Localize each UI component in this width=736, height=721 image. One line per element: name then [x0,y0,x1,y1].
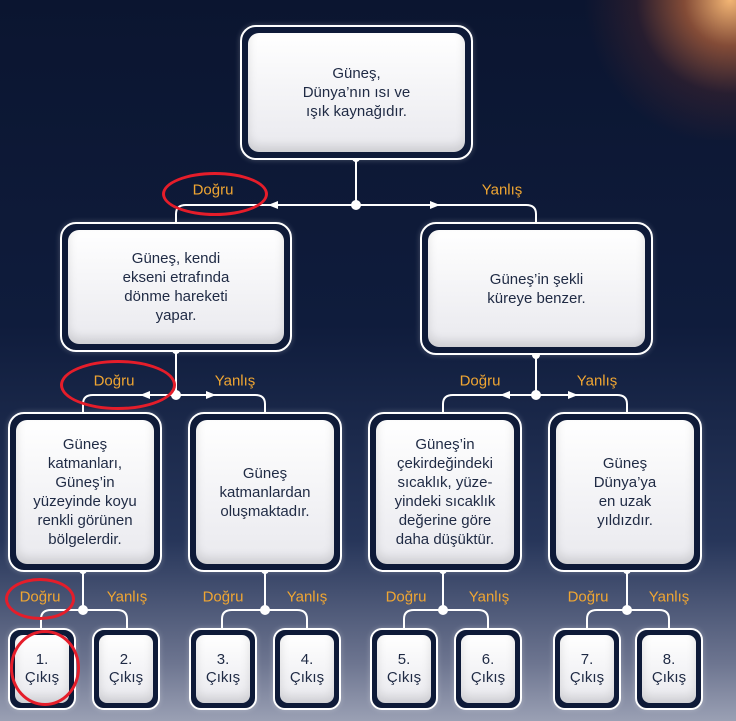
false-label-rr: Yanlış [648,588,690,606]
exit-8-text: 8. Çıkış [642,635,696,703]
right-statement-text: Güneş’in şekli küreye benzer. [428,230,645,347]
left-left-statement-box: Güneş katmanları, Güneş’in yüzeyinde koy… [8,412,162,572]
false-label-ll: Yanlış [106,588,148,606]
highlight-circle-left-true [60,360,176,410]
exit-5-text: 5. Çıkış [377,635,431,703]
true-label-lr: Doğru [202,588,244,606]
left-left-statement-text: Güneş katmanları, Güneş’in yüzeyinde koy… [16,420,154,564]
left-right-statement-box: Güneş katmanlardan oluşmaktadır. [188,412,342,572]
exit-3-box: 3. Çıkış [189,628,257,710]
exit-2-box: 2. Çıkış [92,628,160,710]
exit-8-box: 8. Çıkış [635,628,703,710]
true-label-right: Doğru [459,372,501,390]
exit-6-box: 6. Çıkış [454,628,522,710]
left-statement-text: Güneş, kendi ekseni etrafında dönme hare… [68,230,284,344]
false-label-root: Yanlış [481,181,523,199]
false-label-right: Yanlış [576,372,618,390]
false-label-left: Yanlış [214,372,256,390]
exit-5-box: 5. Çıkış [370,628,438,710]
right-left-statement-box: Güneş’in çekirdeğindeki sıcaklık, yüze- … [368,412,522,572]
highlight-circle-exit-1 [10,630,80,706]
true-label-rr: Doğru [567,588,609,606]
exit-3-text: 3. Çıkış [196,635,250,703]
exit-7-text: 7. Çıkış [560,635,614,703]
exit-6-text: 6. Çıkış [461,635,515,703]
false-label-rl: Yanlış [468,588,510,606]
light-glow [576,0,736,140]
root-statement-text: Güneş, Dünya’nın ısı ve ışık kaynağıdır. [248,33,465,152]
false-label-lr: Yanlış [286,588,328,606]
root-statement-box: Güneş, Dünya’nın ısı ve ışık kaynağıdır. [240,25,473,160]
exit-7-box: 7. Çıkış [553,628,621,710]
right-right-statement-box: Güneş Dünya’ya en uzak yıldızdır. [548,412,702,572]
right-left-statement-text: Güneş’in çekirdeğindeki sıcaklık, yüze- … [376,420,514,564]
exit-2-text: 2. Çıkış [99,635,153,703]
right-right-statement-text: Güneş Dünya’ya en uzak yıldızdır. [556,420,694,564]
highlight-circle-root-true [162,172,268,216]
exit-4-box: 4. Çıkış [273,628,341,710]
highlight-circle-ll-true [5,578,75,620]
left-statement-box: Güneş, kendi ekseni etrafında dönme hare… [60,222,292,352]
left-right-statement-text: Güneş katmanlardan oluşmaktadır. [196,420,334,564]
exit-4-text: 4. Çıkış [280,635,334,703]
right-statement-box: Güneş’in şekli küreye benzer. [420,222,653,355]
true-label-rl: Doğru [385,588,427,606]
